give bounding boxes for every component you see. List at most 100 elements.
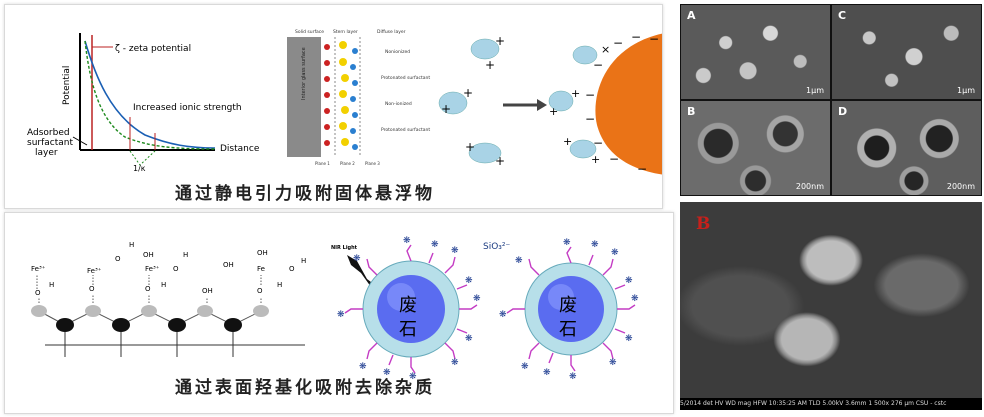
hydrogen-bond-dashes — [36, 275, 262, 303]
svg-text:+: + — [495, 34, 505, 48]
particle-cluster-1: ++ — [470, 34, 505, 72]
col-diffuse-label: Diffuse layer — [377, 29, 406, 35]
sem-scale-b: 200nm — [795, 182, 824, 191]
row-label-2: Protonated surfactant — [381, 75, 430, 81]
nir-sphere-diagram: NIR Light 废 石 ❋❋❋ ❋❋❋ ❋❋❋ ❋❋❋ — [331, 236, 481, 382]
row-label-1: Nonionized — [385, 49, 410, 55]
sem-label-d: D — [838, 105, 848, 118]
svg-text:❋: ❋ — [609, 358, 617, 368]
adsorbed-particle-2: ++ — [548, 87, 580, 118]
zeta-potential-graph: ζ - zeta potential Potential Increased i… — [27, 33, 260, 173]
col-stern-label: Stern layer — [333, 29, 358, 35]
double-layer-diagram: Interior glass surface Solid surface Ste… — [287, 29, 430, 166]
svg-text:O: O — [257, 287, 263, 295]
svg-text:+: + — [463, 86, 473, 100]
svg-text:OH: OH — [202, 287, 213, 295]
zeta-label: ζ - zeta potential — [115, 44, 191, 54]
svg-text:−: − — [609, 152, 619, 166]
svg-text:❋: ❋ — [409, 372, 417, 382]
svg-text:❋: ❋ — [543, 368, 551, 378]
adsorbed-label-1: Adsorbed — [27, 128, 70, 138]
y-axis-label: Potential — [62, 66, 72, 105]
ligand-chains-1 — [344, 244, 478, 374]
solid-particle — [595, 33, 665, 175]
sphere-label-top-2: 废 — [559, 295, 577, 316]
svg-text:❋: ❋ — [431, 240, 439, 250]
distance-label: Distance — [220, 144, 260, 154]
anchor-lines — [64, 332, 234, 357]
svg-text:O: O — [115, 255, 121, 263]
svg-text:−: − — [585, 112, 595, 126]
svg-text:Fe³⁺: Fe³⁺ — [145, 265, 160, 273]
negative-charges: −−− −− −− −− — [585, 30, 659, 176]
sem-scale-d: 200nm — [946, 182, 975, 191]
sphere-label-top-1: 废 — [399, 295, 417, 316]
sem-image-large: B 5/2014 det HV WD mag HFW 10:35:25 AM T… — [680, 202, 982, 410]
svg-text:OH: OH — [143, 251, 154, 259]
hydroxyl-labels: H O H OH H O H OH OH H O H — [49, 241, 306, 289]
bound-ions-2: ❋❋❋ ❋❋❋ ❋❋❋ ❋❋❋ — [499, 238, 639, 382]
plane-label-3: Plane 3 — [365, 161, 380, 166]
svg-text:O: O — [289, 265, 295, 273]
svg-text:−: − — [585, 88, 595, 102]
svg-text:H: H — [129, 241, 134, 249]
svg-text:OH: OH — [257, 249, 268, 257]
electrostatic-illustration: ζ - zeta potential Potential Increased i… — [27, 29, 665, 176]
adsorbed-label-3: layer — [35, 148, 58, 158]
svg-text:−: − — [649, 32, 659, 46]
svg-text:−: − — [613, 36, 623, 50]
svg-text:❋: ❋ — [625, 276, 633, 286]
nir-light-icon — [347, 255, 375, 287]
svg-text:+: + — [441, 102, 451, 116]
svg-text:−: − — [593, 136, 603, 150]
particle-cluster-2: ++ — [438, 86, 473, 116]
svg-text:❋: ❋ — [625, 334, 633, 344]
svg-text:❋: ❋ — [465, 276, 473, 286]
potential-curve — [84, 40, 216, 149]
sem-label-b: B — [687, 105, 696, 118]
svg-text:H: H — [301, 257, 306, 265]
plane-label-1: Plane 1 — [315, 161, 330, 166]
svg-text:H: H — [183, 251, 188, 259]
svg-text:+: + — [465, 140, 475, 154]
sem-info-bar: 5/2014 det HV WD mag HFW 10:35:25 AM TLD… — [680, 398, 982, 410]
svg-text:❋: ❋ — [591, 240, 599, 250]
sem-image-a: A 1μm — [681, 5, 830, 99]
svg-text:−: − — [593, 58, 603, 72]
svg-text:❋: ❋ — [473, 294, 481, 304]
high-ionic-curve — [84, 40, 216, 150]
svg-text:O: O — [89, 285, 95, 293]
adsorbed-particle-1: × — [572, 43, 610, 65]
ligand-chains-2 — [506, 246, 636, 372]
sem-large-label: B — [696, 214, 711, 234]
svg-text:❋: ❋ — [563, 238, 571, 248]
sem-image-c: C 1μm — [832, 5, 981, 99]
grey-atoms — [31, 305, 269, 317]
adsorbed-pointer — [72, 136, 88, 146]
particle-adsorption-illustration: ++ ++ ++ −−− −− −− −− — [438, 30, 665, 176]
svg-text:❋: ❋ — [611, 248, 619, 258]
svg-text:❋: ❋ — [569, 372, 577, 382]
svg-text:+: + — [549, 105, 558, 118]
adsorbed-sphere-diagram: 废 石 ❋❋❋ ❋❋❋ ❋❋❋ ❋❋❋ — [499, 238, 639, 382]
electrostatic-panel: ζ - zeta potential Potential Increased i… — [4, 4, 665, 209]
silicate-label: SiO₃²⁻ — [483, 242, 511, 252]
adsorbed-particle-3: ++ — [563, 135, 600, 166]
sem-image-d: D 200nm — [832, 101, 981, 195]
solid-surface — [287, 37, 321, 157]
svg-text:OH: OH — [223, 261, 234, 269]
sem-label-a: A — [687, 9, 696, 22]
svg-text:❋: ❋ — [451, 358, 459, 368]
svg-text:❋: ❋ — [337, 310, 345, 320]
col-solid-label: Solid surface — [295, 29, 324, 35]
svg-text:O: O — [35, 289, 41, 297]
sem-scale-a: 1μm — [806, 86, 824, 95]
svg-text:×: × — [601, 43, 610, 56]
iron-labels: Fe³⁺ Fe³⁺ Fe³⁺ Fe — [31, 265, 265, 275]
sphere-label-bottom-2: 石 — [559, 319, 577, 340]
svg-text:−: − — [637, 162, 647, 176]
surface-side-label: Interior glass surface — [301, 47, 307, 100]
arrow-icon — [503, 99, 547, 111]
svg-text:❋: ❋ — [465, 334, 473, 344]
adsorbed-label-2: surfactant — [27, 138, 73, 148]
